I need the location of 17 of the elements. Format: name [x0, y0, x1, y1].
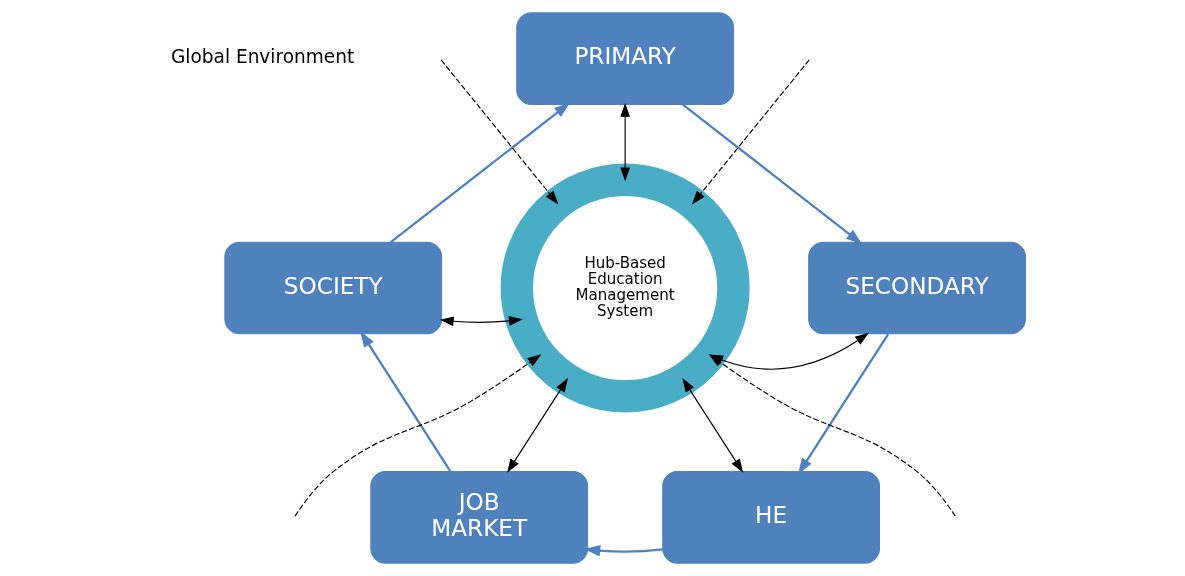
- arrow: [293, 354, 541, 517]
- arrow: [506, 378, 568, 473]
- node-box: JOB MARKET: [369, 471, 588, 564]
- node-circle: Hub-Based Education Management System: [500, 163, 750, 413]
- node-box: PRIMARY: [515, 12, 734, 105]
- arrow: [619, 102, 630, 182]
- node-box: SECONDARY: [807, 241, 1026, 335]
- arrow: [440, 59, 558, 205]
- node-box: SOCIETY: [223, 241, 442, 335]
- arrow: [389, 102, 570, 243]
- arrow: [359, 331, 451, 473]
- arrow: [681, 103, 862, 245]
- arrow: [681, 378, 743, 473]
- arrow: [691, 59, 810, 205]
- node-box: HE: [661, 471, 880, 564]
- arrow: [439, 316, 523, 327]
- label: Global Environment: [170, 46, 354, 68]
